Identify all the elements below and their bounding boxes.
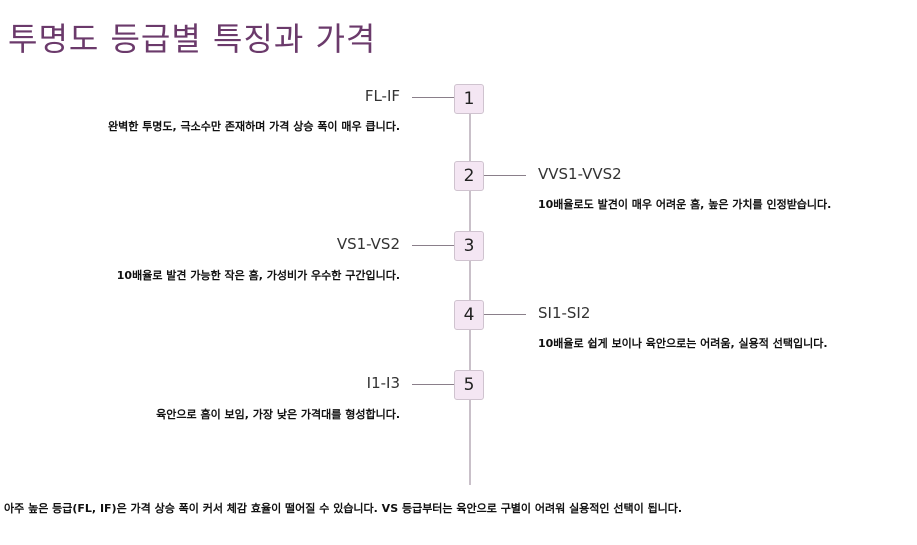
step-5-connector	[412, 384, 454, 385]
step-5-grade: I1-I3	[366, 374, 400, 392]
step-4-box: 4	[454, 300, 484, 330]
step-2-box: 2	[454, 161, 484, 191]
step-4-grade: SI1-SI2	[538, 304, 591, 322]
step-1-connector	[412, 97, 454, 98]
step-4-description: 10배율로 쉽게 보이나 육안으로는 어려움, 실용적 선택입니다.	[538, 337, 828, 350]
step-5-box: 5	[454, 370, 484, 400]
step-3-connector	[412, 245, 454, 246]
step-1-description: 완벽한 투명도, 극소수만 존재하며 가격 상승 폭이 매우 큽니다.	[108, 120, 400, 133]
step-3-box: 3	[454, 231, 484, 261]
step-3-description: 10배율로 발견 가능한 작은 흠, 가성비가 우수한 구간입니다.	[116, 269, 400, 282]
step-2-grade: VVS1-VVS2	[538, 165, 622, 183]
step-1-grade: FL-IF	[364, 87, 400, 105]
step-5-description: 육안으로 흠이 보임, 가장 낮은 가격대를 형성합니다.	[156, 408, 400, 421]
footnote: 아주 높은 등급(FL, IF)은 가격 상승 폭이 커서 체감 효율이 떨어질…	[4, 502, 683, 515]
step-2-description: 10배율로도 발견이 매우 어려운 흠, 높은 가치를 인정받습니다.	[538, 198, 832, 211]
timeline-axis	[469, 98, 471, 485]
step-3-grade: VS1-VS2	[336, 235, 400, 253]
step-1-box: 1	[454, 84, 484, 114]
step-2-connector	[484, 175, 526, 176]
page-title: 투명도 등급별 특징과 가격	[8, 20, 377, 58]
step-4-connector	[484, 314, 526, 315]
